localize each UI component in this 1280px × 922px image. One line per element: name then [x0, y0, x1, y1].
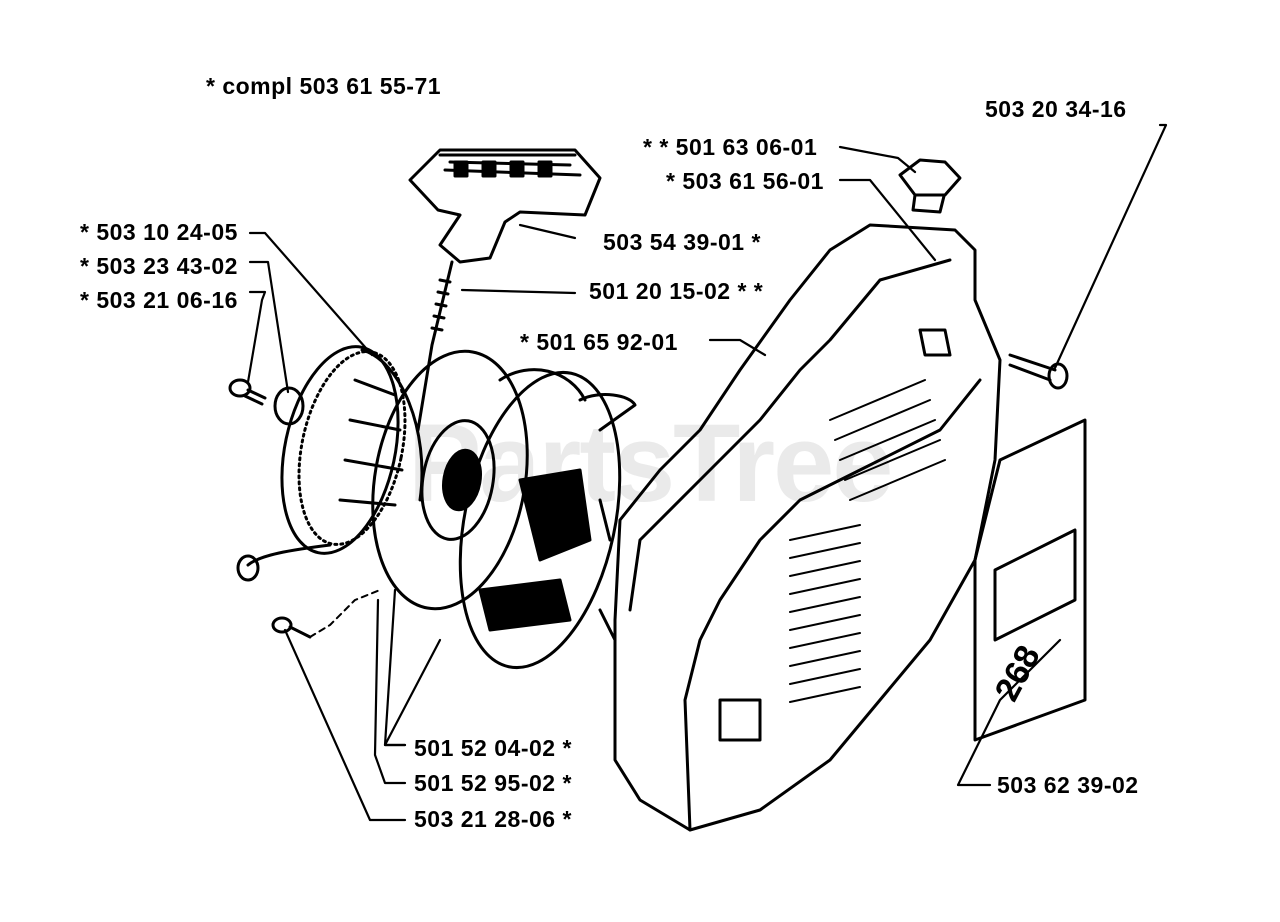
kit-label: * compl 503 61 55-71 — [206, 73, 442, 99]
drum-part — [458, 368, 637, 670]
right-screw-part — [1008, 353, 1069, 390]
part-label-503-62-39-02: 503 62 39-02 — [997, 772, 1139, 798]
starter-handle-part — [408, 148, 602, 264]
part-label-501-52-95-02: 501 52 95-02 * — [414, 770, 572, 796]
part-label-503-21-28-06: 503 21 28-06 * — [414, 806, 572, 832]
part-label-501-52-04-02: 501 52 04-02 * — [414, 735, 572, 761]
part-label-503-23-43-02: * 503 23 43-02 — [80, 253, 238, 279]
part-label-501-63-06-01: * * 501 63 06-01 — [643, 134, 818, 160]
part-label-503-21-06-16: * 503 21 06-16 — [80, 287, 238, 313]
spring-cassette-part — [236, 345, 424, 582]
part-label-501-20-15-02: 501 20 15-02 * * — [589, 278, 764, 304]
part-label-503-20-34-16: 503 20 34-16 — [985, 96, 1127, 122]
cover-plug-part — [898, 158, 962, 214]
washer-part — [273, 386, 305, 426]
part-label-503-61-56-01: * 503 61 56-01 — [666, 168, 824, 194]
starter-cord-part — [416, 260, 454, 432]
decal-part — [973, 418, 1087, 742]
decal-model-text: 268 — [988, 639, 1048, 707]
starter-housing-part — [613, 223, 1002, 832]
part-label-501-65-92-01: * 501 65 92-01 — [520, 329, 678, 355]
bottom-screw-part — [271, 616, 312, 639]
pulley-part — [371, 349, 529, 611]
center-screw-part — [228, 378, 267, 406]
part-label-503-10-24-05: * 503 10 24-05 — [80, 219, 238, 245]
part-label-503-54-39-01: 503 54 39-01 * — [603, 229, 761, 255]
